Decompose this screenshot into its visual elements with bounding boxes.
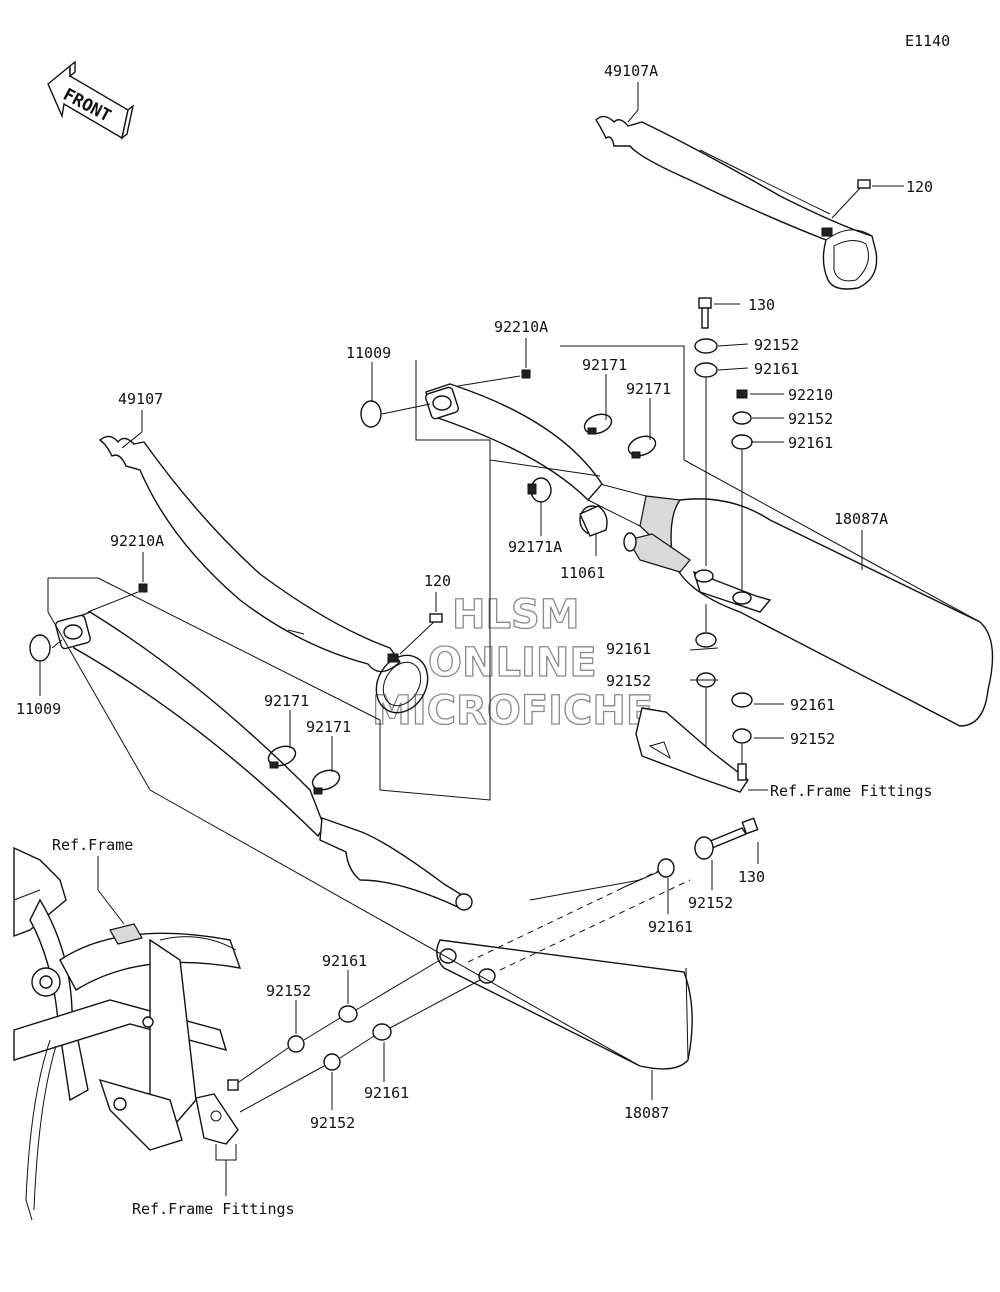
frame-section (13, 846, 242, 1221)
gasket-lower (29, 634, 51, 662)
label-18087: 18087 (624, 1104, 669, 1122)
grommet-92161-c (695, 632, 717, 648)
watermark-line-1: HLSM (452, 592, 580, 638)
label-92171-b: 92171 (626, 380, 671, 398)
frame-fitting-left (195, 1093, 239, 1145)
grommet-92161-b (731, 434, 753, 450)
label-92210A-left: 92210A (110, 532, 164, 550)
sleeve-11061 (579, 505, 608, 537)
heat-guard-upper (595, 115, 878, 290)
washer-92152-a (694, 338, 718, 354)
exhaust-pipe-lower (55, 611, 473, 911)
label-92171-d: 92171 (306, 718, 351, 736)
label-92210: 92210 (788, 386, 833, 404)
label-92152-f: 92152 (266, 982, 311, 1000)
label-120-mid: 120 (424, 572, 451, 590)
label-92152-a: 92152 (754, 336, 799, 354)
nut-92210A-left (138, 583, 148, 593)
clamp-upper-b (627, 435, 657, 459)
washer-92152-d (732, 728, 752, 744)
label-92161-e: 92161 (648, 918, 693, 936)
label-ref-frame-fittings-right: Ref.Frame Fittings (770, 782, 933, 800)
label-11061: 11061 (560, 564, 605, 582)
label-92152-b: 92152 (788, 410, 833, 428)
nut-92210A-top (521, 369, 531, 379)
label-ref-frame: Ref.Frame (52, 836, 133, 854)
bolt-120-mid (429, 613, 443, 623)
label-92210A-top: 92210A (494, 318, 548, 336)
watermark-line-2: ONLINE (428, 640, 597, 686)
grommet-92161-f (338, 1005, 358, 1023)
label-92171-a: 92171 (582, 356, 627, 374)
label-92152-d: 92152 (790, 730, 835, 748)
front-arrow-icon: FRONT (47, 60, 135, 140)
label-92152-c: 92152 (606, 672, 651, 690)
muffler-lower (436, 939, 693, 1070)
label-92152-e: 92152 (688, 894, 733, 912)
label-92161-b: 92161 (788, 434, 833, 452)
bolt-frame-fitting-left (227, 1079, 239, 1091)
bolt-130-top (698, 297, 740, 329)
diagram-code: E1140 (905, 32, 950, 50)
bolt-130-low (706, 817, 759, 849)
washer-92152-g (323, 1053, 341, 1071)
clamp-lower-a (267, 745, 297, 769)
label-49107A: 49107A (604, 62, 658, 80)
grommet-92161-a (694, 362, 718, 378)
exhaust-pipe-upper (425, 383, 603, 502)
grommet-92161-e (657, 858, 675, 878)
label-92161-c: 92161 (606, 640, 651, 658)
frame-fitting-right (635, 707, 749, 793)
label-130-top: 130 (748, 296, 775, 314)
label-92171-c: 92171 (264, 692, 309, 710)
label-92161-g: 92161 (364, 1084, 409, 1102)
clamp-92171A (527, 477, 552, 503)
label-92152-g: 92152 (310, 1114, 355, 1132)
nut-92210 (736, 389, 748, 399)
label-ref-frame-fittings-left: Ref.Frame Fittings (132, 1200, 295, 1218)
washer-92152-e (694, 836, 714, 860)
clamp-lower-b (311, 769, 341, 795)
label-92161-f: 92161 (322, 952, 367, 970)
clamp-upper-a (583, 413, 613, 435)
label-92161-d: 92161 (790, 696, 835, 714)
washer-92152-b (732, 411, 752, 425)
grommet-92161-g (372, 1023, 392, 1041)
grommet-92161-d (731, 692, 753, 708)
washer-92152-f (287, 1035, 305, 1053)
label-92171A: 92171A (508, 538, 562, 556)
gasket-upper (360, 400, 382, 428)
label-18087A: 18087A (834, 510, 888, 528)
heat-guard-lower (98, 435, 429, 714)
muffler-upper (587, 483, 994, 727)
watermark: HLSM ONLINE MICROFICHE (371, 591, 654, 734)
label-120-top: 120 (906, 178, 933, 196)
label-130-low: 130 (738, 868, 765, 886)
watermark-line-3: MICROFICHE (372, 688, 653, 734)
label-11009-top: 11009 (346, 344, 391, 362)
label-49107: 49107 (118, 390, 163, 408)
label-11009-left: 11009 (16, 700, 61, 718)
label-92161-a: 92161 (754, 360, 799, 378)
